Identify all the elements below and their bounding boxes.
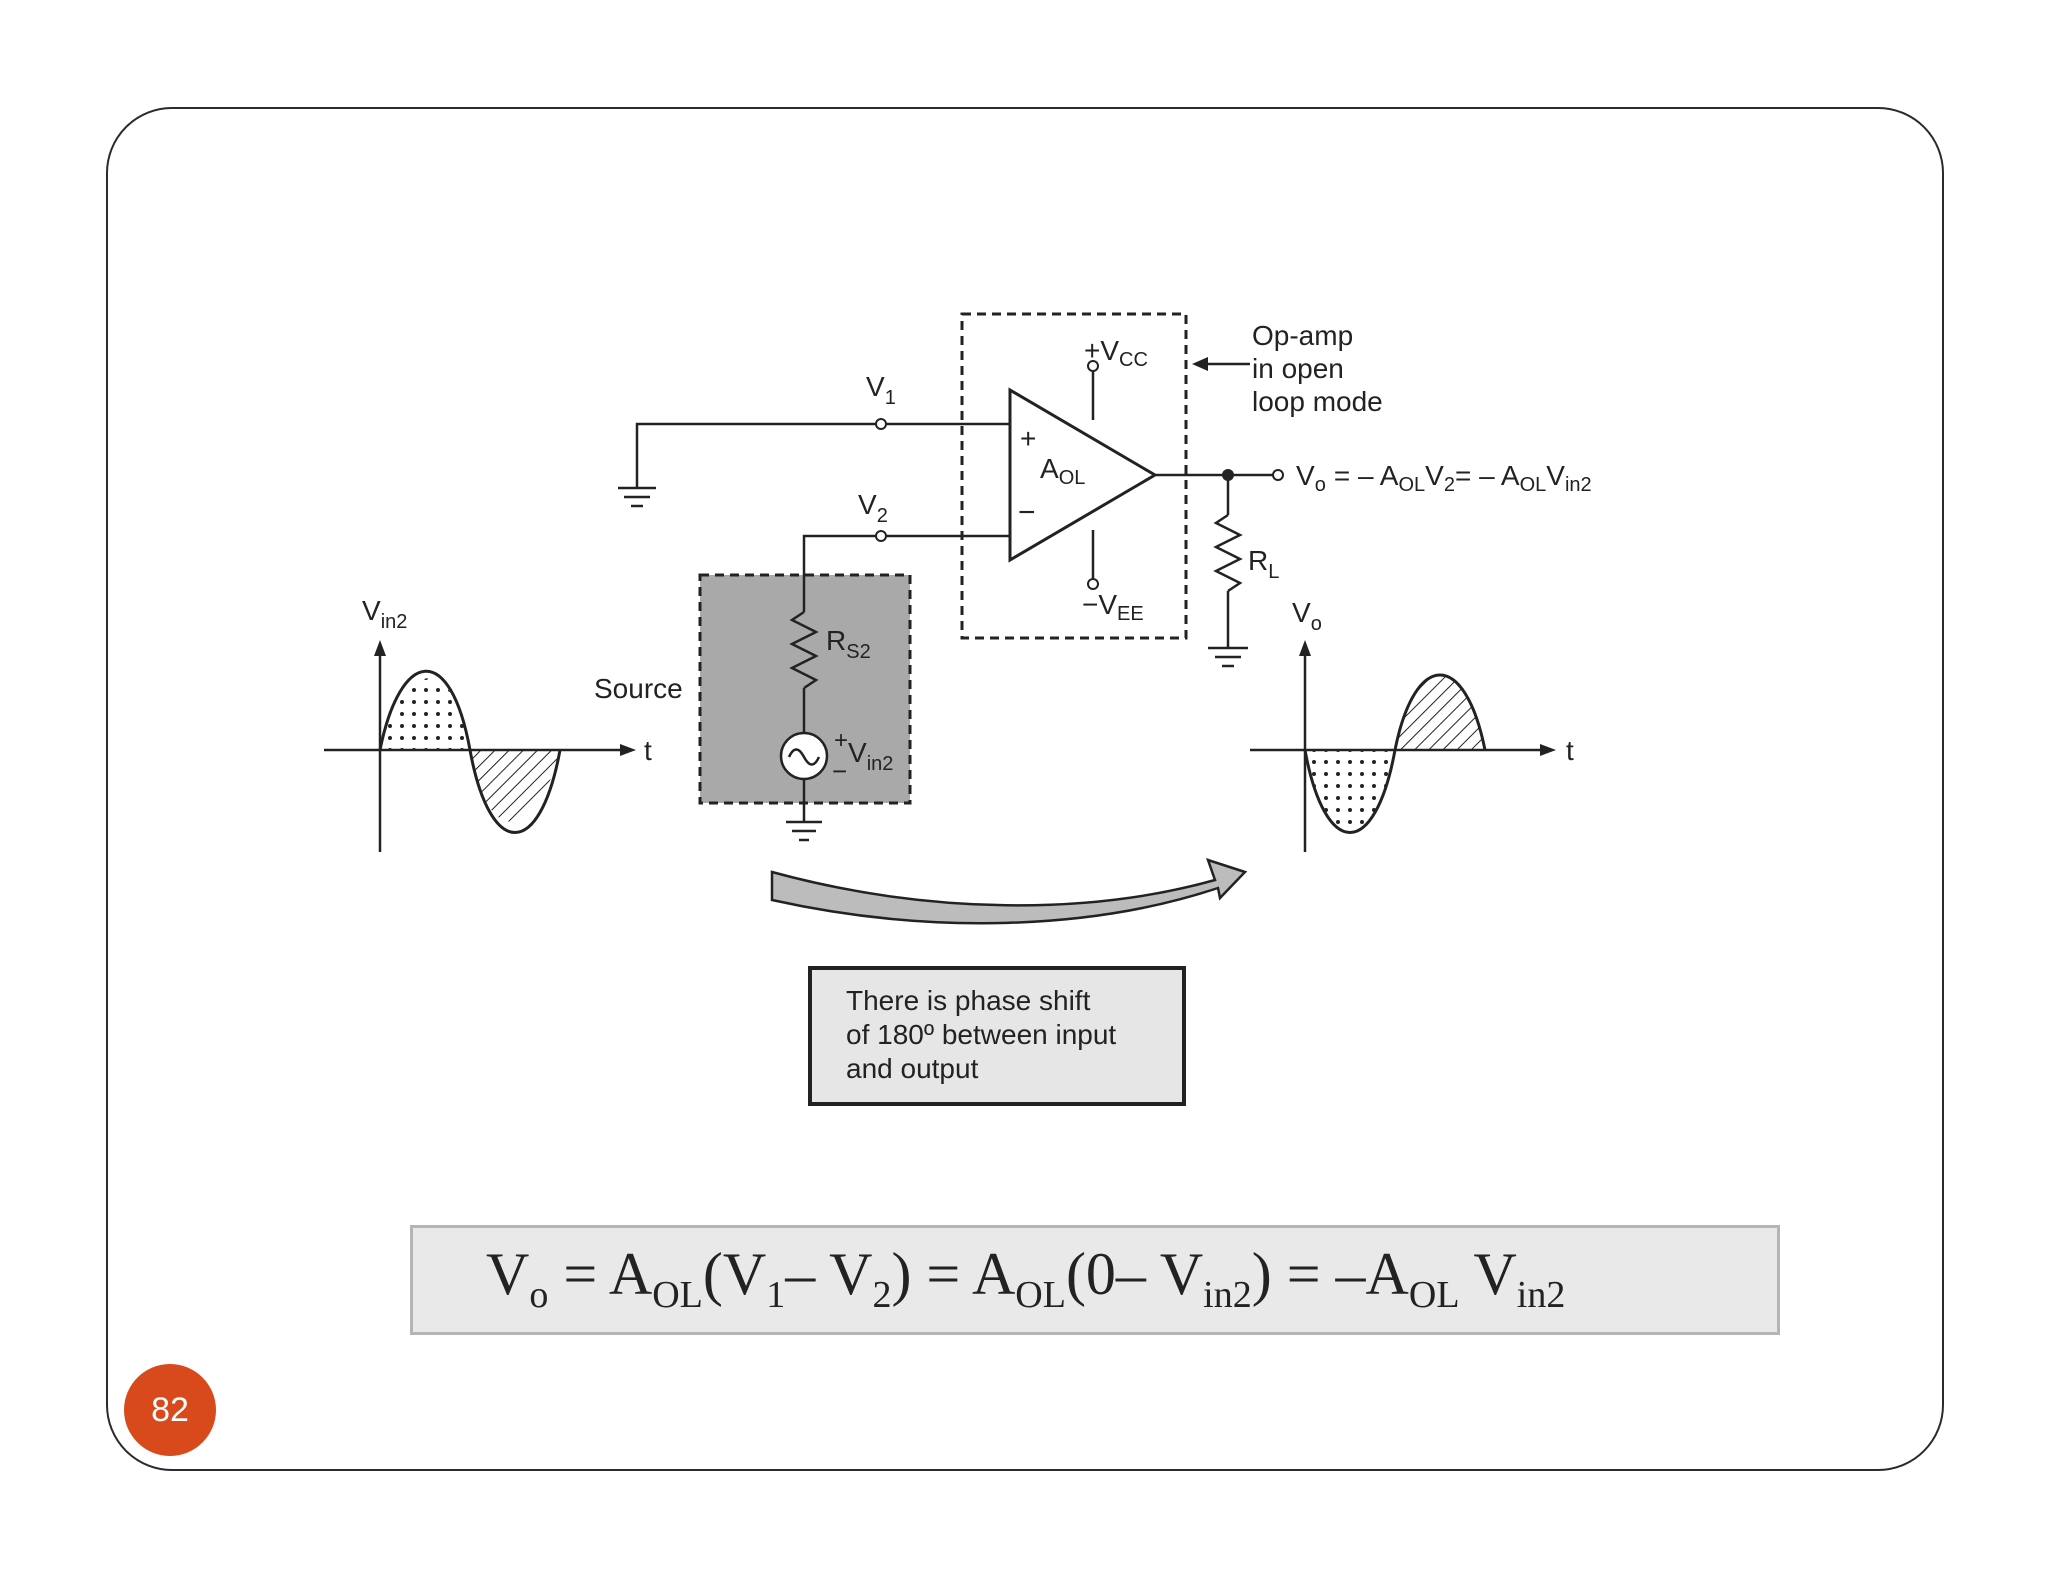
vo-output-label: V [1296,460,1315,491]
opamp-dashed-box [960,312,1188,640]
svg-text:−VEE: −VEE [1082,589,1144,625]
rl-label-sub: L [1268,561,1279,583]
formula-a2-sub: OL [1015,1274,1066,1316]
opamp-note-line-3: loop mode [1252,386,1383,417]
formula-v1-sub: 1 [766,1274,786,1316]
svg-text:Op-amp: Op-amp [1252,320,1353,351]
vee-label-sub: EE [1117,603,1144,625]
note-line-3: and output [846,1053,979,1084]
source-plus-sign: + [834,727,848,754]
formula-a1-sub: OL [652,1274,703,1316]
aol-label-sub: OL [1059,467,1086,489]
formula-paren1: (V [702,1241,767,1307]
v2-label-sub: 2 [877,505,888,527]
rl-resistor [1213,513,1243,593]
phase-arrow [770,858,1248,925]
ground-rl [1208,646,1248,668]
output-expr: = – A [1334,460,1399,491]
svg-text:V2: V2 [858,489,888,527]
formula-a1: A [608,1241,653,1307]
formula-close1: ) = A [891,1241,1016,1307]
note-pointer-head [1192,357,1208,371]
rs2-label-sub: S2 [846,641,870,663]
vin2-axis-label-sub: in2 [381,611,408,633]
formula-a3-sub: OL [1408,1274,1460,1316]
output-v2-sub: 2 [1444,474,1455,496]
plus-input-sign: + [1020,423,1036,454]
output-vin-sub: in2 [1565,474,1592,496]
vee-terminal [1087,578,1099,590]
rs2-label: R [826,625,846,656]
opamp-note-line-1: Op-amp [1252,320,1353,351]
aol-label: A [1040,453,1059,484]
note-box [808,966,1186,1106]
output-eq2-sub: OL [1520,474,1547,496]
source-label: Source [594,673,683,704]
output-v2: V [1425,460,1444,491]
v1-label-sub: 1 [885,387,896,409]
minus-input-sign: − [1018,496,1036,529]
formula-vo: V [486,1241,530,1307]
svg-text:in open: in open [1252,353,1344,384]
vcc-terminal [1087,360,1099,372]
opamp-triangle [1008,387,1158,563]
input-waveform [324,640,636,852]
note-line-1: There is phase shift [846,985,1091,1016]
svg-text:RS2: RS2 [826,625,871,663]
formula-eq1: = [548,1241,609,1307]
source-minus-sign: − [832,756,847,786]
v2-wire [802,534,876,574]
formula-paren2: (0– V [1065,1241,1204,1307]
svg-text:V1: V1 [866,371,896,409]
vcc-label: +V [1084,335,1119,366]
formula: Vo = AOL(V1– V2) = AOL(0– Vin2) = –AOL V… [486,1240,1565,1317]
svg-text:Vin2: Vin2 [362,595,407,633]
vo-axis-label-sub: o [1311,613,1322,635]
vin2-axis-label: V [362,595,381,626]
formula-vlast: V [1459,1241,1517,1307]
vee-label: −V [1082,589,1117,620]
formula-v2-sub: 2 [872,1274,892,1316]
vin2-source-label: V [848,737,867,768]
t-label-right: t [1566,735,1574,766]
output-waveform [1250,640,1556,852]
svg-text:Vo: Vo [1292,597,1322,635]
ac-source-wave [787,748,821,766]
vo-output-label-sub: o [1315,474,1326,496]
v1-terminal [875,418,887,430]
t-label-left: t [644,735,652,766]
formula-box [410,1225,1780,1335]
v1-wire [635,422,876,488]
ground-source [786,820,822,842]
output-vin: V [1546,460,1565,491]
rl-label: R [1248,545,1268,576]
opamp-note-line-2: in open [1252,353,1344,384]
v2-label: V [858,489,877,520]
v1-label: V [866,371,885,402]
output-terminal [1272,469,1284,481]
rs2-resistor [789,610,819,690]
svg-text:loop mode: loop mode [1252,386,1383,417]
vcc-label-sub: CC [1119,349,1148,371]
svg-text:+VCC: +VCC [1084,335,1148,371]
page-number: 82 [151,1390,189,1429]
vin2-source-label-sub: in2 [867,753,894,775]
output-expr-sub: OL [1398,474,1425,496]
formula-minus1: – V [785,1241,873,1307]
svg-text:Vo= – AOLV2= – AOLVin2: Vo= – AOLV2= – AOLVin2 [1296,460,1592,496]
svg-text:Vin2: Vin2 [848,737,893,775]
page-number-badge: 82 [124,1364,216,1456]
note-line-2: of 180º between input [846,1019,1116,1050]
formula-vin-sub: in2 [1203,1274,1252,1316]
formula-vo-sub: o [529,1274,549,1316]
v2-terminal [875,530,887,542]
svg-text:AOL: AOL [1040,453,1085,489]
ground-left [618,486,656,508]
vo-axis-label: V [1292,597,1311,628]
output-eq2: = – A [1455,460,1520,491]
svg-text:RL: RL [1248,545,1279,583]
formula-vlast-sub: in2 [1516,1274,1566,1316]
formula-close2: ) = –A [1251,1241,1409,1307]
